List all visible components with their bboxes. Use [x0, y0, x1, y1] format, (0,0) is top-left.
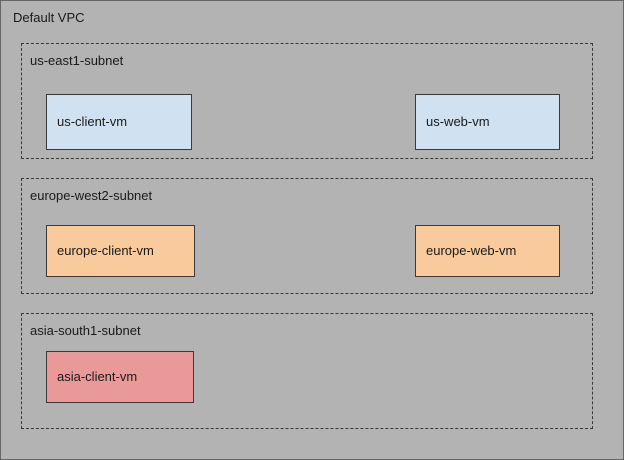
subnet-europe-west2[interactable]: europe-west2-subnet — [21, 178, 593, 294]
vm-europe-web-vm[interactable]: europe-web-vm — [415, 225, 560, 277]
vm-us-client-vm[interactable]: us-client-vm — [46, 94, 192, 150]
vm-label: us-web-vm — [426, 114, 490, 129]
subnet-label-us-east1: us-east1-subnet — [30, 53, 124, 68]
vm-asia-client-vm[interactable]: asia-client-vm — [46, 351, 194, 403]
subnet-us-east1[interactable]: us-east1-subnet — [21, 43, 593, 159]
subnet-label-asia-south1: asia-south1-subnet — [30, 323, 141, 338]
vm-label: europe-client-vm — [57, 243, 154, 258]
vm-europe-client-vm[interactable]: europe-client-vm — [46, 225, 195, 277]
vm-label: us-client-vm — [57, 114, 128, 129]
vm-label: europe-web-vm — [426, 243, 517, 258]
vm-us-web-vm[interactable]: us-web-vm — [415, 94, 560, 150]
subnet-asia-south1[interactable]: asia-south1-subnet — [21, 313, 593, 429]
subnet-label-europe-west2: europe-west2-subnet — [30, 188, 153, 203]
page-title: Default VPC — [13, 10, 85, 25]
vm-label: asia-client-vm — [57, 369, 138, 384]
